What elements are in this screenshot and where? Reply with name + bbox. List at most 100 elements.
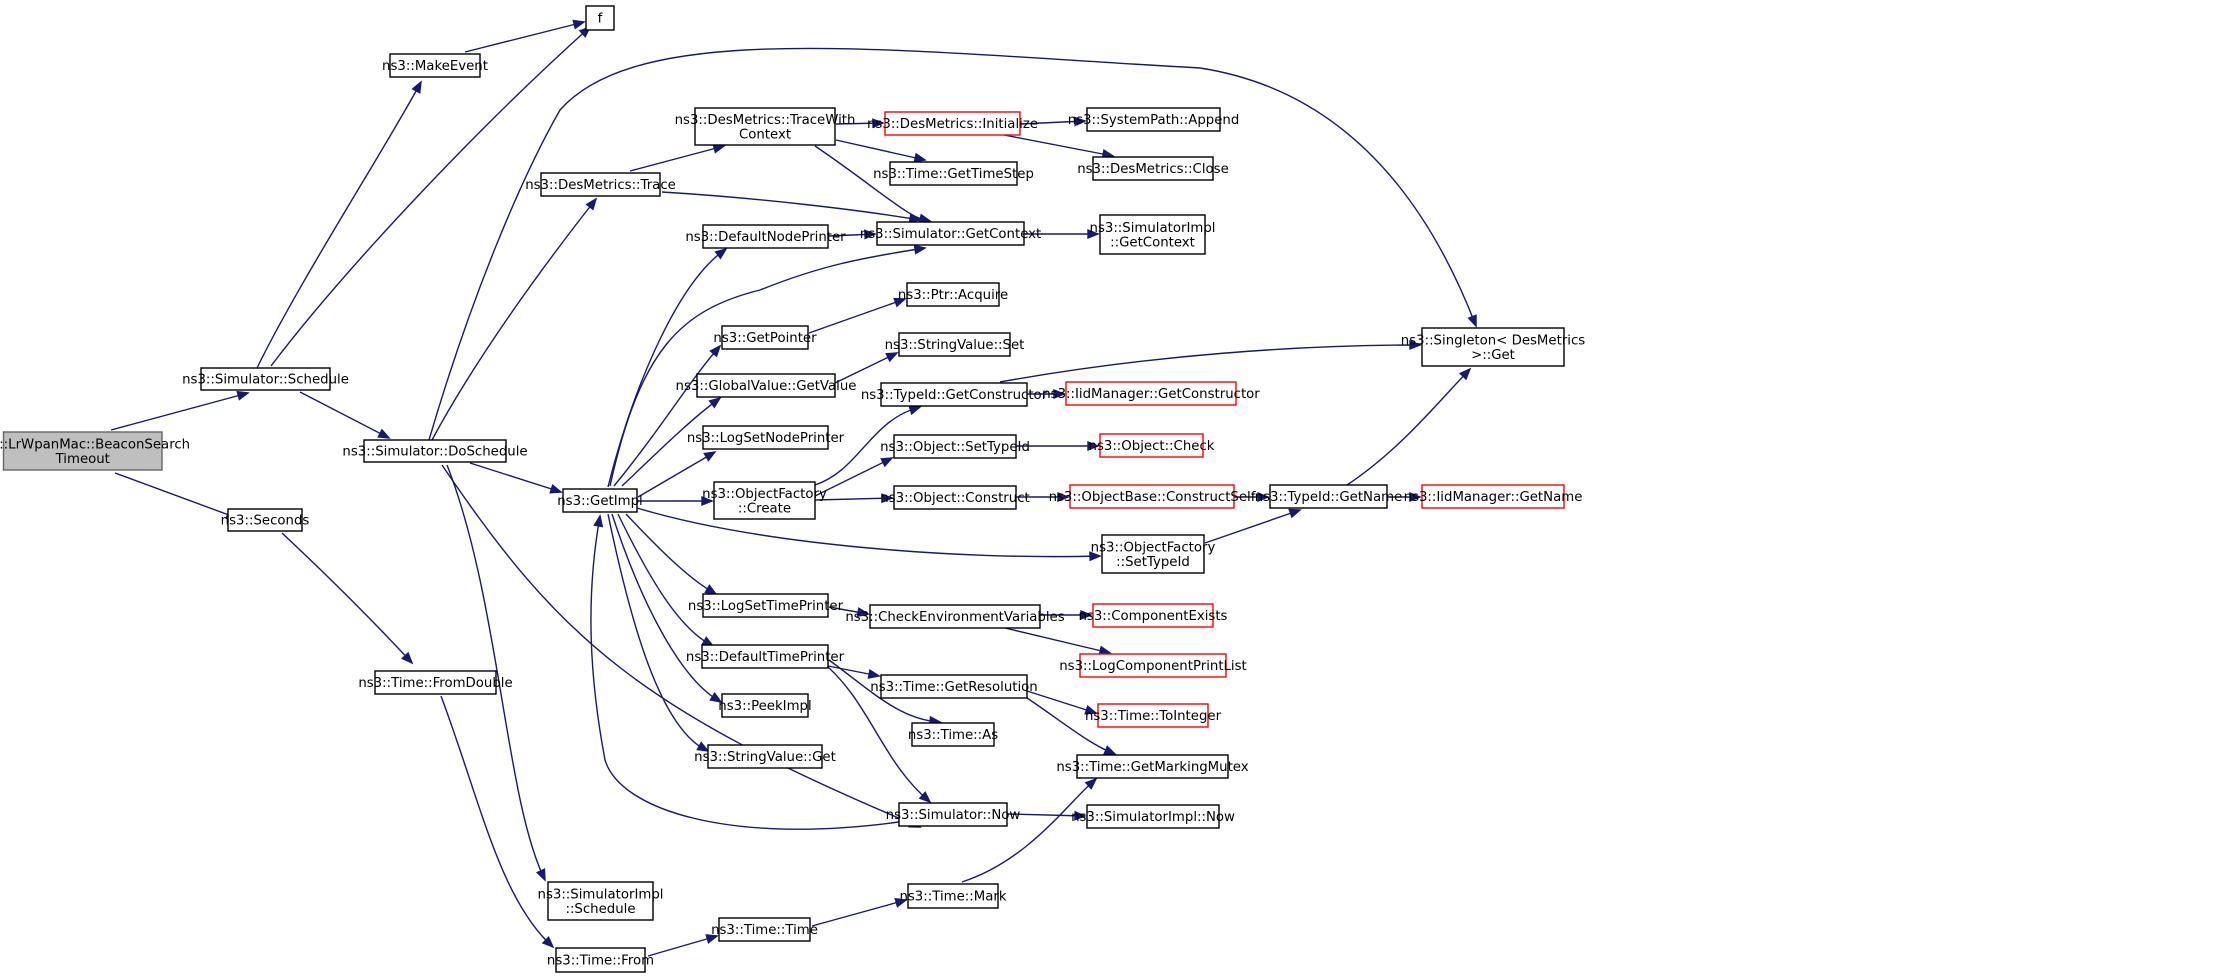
node-componentexists[interactable]: ns3::ComponentExists [1078, 603, 1228, 628]
edge-logsettimeprinter-to-checkenv [828, 606, 870, 618]
node-box [876, 221, 1025, 246]
node-desmetrics-close[interactable]: ns3::DesMetrics::Close [1077, 156, 1229, 181]
node-ptr-acquire[interactable]: ns3::Ptr::Acquire [898, 282, 1008, 307]
node-gv-getvalue[interactable]: ns3::GlobalValue::GetValue [676, 373, 857, 398]
node-box [1069, 484, 1235, 509]
node-sv-get[interactable]: ns3::StringValue::Get [694, 744, 836, 769]
node-label: ns3::Object::SetTypeId [880, 440, 1030, 455]
node-logcomponentprintlist[interactable]: ns3::LogComponentPrintList [1059, 653, 1247, 678]
node-getimpl[interactable]: ns3::GetImpl [557, 488, 643, 513]
edge-line [637, 451, 716, 498]
node-label: ns3::Simulator::GetContext [860, 227, 1041, 242]
node-label: ns3::Time::Time [711, 923, 818, 938]
edge-arrowhead [1074, 116, 1087, 127]
edge-arrowhead [708, 396, 722, 409]
node-of-create[interactable]: ns3::ObjectFactory::Create [702, 481, 827, 520]
node-getmarkingmutex[interactable]: ns3::Time::GetMarkingMutex [1056, 754, 1249, 779]
node-sv-set[interactable]: ns3::StringValue::Set [885, 332, 1025, 357]
edge-arrowhead [696, 741, 710, 752]
node-sim-now[interactable]: ns3::Simulator::Now [886, 802, 1021, 827]
node-simimpl-now[interactable]: ns3::SimulatorImpl::Now [1071, 804, 1235, 829]
node-fromdouble[interactable]: ns3::Time::FromDouble [358, 670, 513, 695]
node-schedule[interactable]: ns3::Simulator::Schedule [182, 367, 349, 391]
node-of-settypeid[interactable]: ns3::ObjectFactory::SetTypeId [1091, 534, 1216, 574]
node-seconds[interactable]: ns3::Seconds [221, 508, 310, 532]
node-box [1099, 433, 1204, 458]
edge-line [281, 532, 413, 664]
node-defaulttimeprinter[interactable]: ns3::DefaultTimePrinter [686, 644, 845, 669]
node-singleton-get[interactable]: ns3::Singleton< DesMetrics >::Get [1401, 327, 1585, 367]
node-label: ns3::Time::GetMarkingMutex [1056, 760, 1248, 775]
node-label: ns3::Simulator::Now [886, 808, 1021, 823]
node-box [585, 5, 615, 31]
node-obj-check[interactable]: ns3::Object::Check [1089, 433, 1215, 458]
node-getresolution[interactable]: ns3::Time::GetResolution [870, 674, 1038, 699]
node-label: ns3::Time::GetTimeStep [873, 167, 1034, 182]
node-getpointer[interactable]: ns3::GetPointer [713, 325, 817, 350]
node-makeevent[interactable]: ns3::MakeEvent [382, 53, 488, 78]
node-obj-construct[interactable]: ns3::Object::Construct [880, 485, 1030, 510]
edge-desmetrics_trace-to-sim_getcontext [661, 191, 922, 224]
node-iid-getname[interactable]: ns3::IidManager::GetName [1404, 484, 1583, 509]
node-box [1421, 484, 1565, 509]
edge-obj_settypeid-to-obj_check [1016, 440, 1100, 452]
node-syspath-append[interactable]: ns3::SystemPath::Append [1068, 107, 1240, 132]
node-label: ns3::StringValue::Set [885, 338, 1025, 353]
node-defaultnodeprinter[interactable]: ns3::DefaultNodePrinter [685, 224, 846, 249]
edge-line [590, 515, 900, 830]
node-box [721, 325, 809, 350]
node-box [1092, 156, 1214, 181]
node-time-mark[interactable]: ns3::Time::Mark [899, 883, 1007, 909]
node-sim-getcontext[interactable]: ns3::Simulator::GetContext [860, 221, 1041, 246]
node-label: ns3::Time::FromDouble [358, 676, 512, 691]
node-gettimestep[interactable]: ns3::Time::GetTimeStep [873, 161, 1034, 186]
node-time-tointeger[interactable]: ns3::Time::ToInteger [1085, 703, 1222, 728]
edge-line [834, 352, 898, 384]
node-time-as[interactable]: ns3::Time::As [908, 722, 998, 747]
node-doschedule[interactable]: ns3::Simulator::DoSchedule [342, 439, 528, 463]
edge-line [1003, 134, 1114, 157]
edge-getimpl-to-gv_getvalue [621, 396, 722, 487]
node-tid-getconstructor[interactable]: ns3::TypeId::GetConstructor [861, 382, 1048, 407]
node-peekimpl[interactable]: ns3::PeekImpl [718, 693, 812, 718]
edge-line [828, 659, 941, 723]
edge-arrowhead [913, 244, 927, 255]
node-simimpl-schedule[interactable]: ns3::SimulatorImpl::Schedule [538, 881, 664, 921]
node-logsetnodeprinter[interactable]: ns3::LogSetNodePrinter [687, 425, 845, 450]
node-time-time[interactable]: ns3::Time::Time [711, 917, 818, 942]
edge-arrowhead [1057, 491, 1070, 503]
edge-arrowhead [856, 607, 870, 618]
node-box [200, 367, 331, 391]
edge-line [621, 397, 721, 487]
edge-arrowhead [918, 791, 932, 804]
node-simimpl-getcontext[interactable]: ns3::SimulatorImpl::GetContext [1090, 214, 1216, 255]
node-label: ns3::ComponentExists [1078, 609, 1227, 624]
edge-arrowhead [893, 297, 907, 308]
node-label: ns3::Singleton< DesMetrics [1401, 333, 1585, 348]
edge-arrowhead [1053, 388, 1066, 400]
node-box [694, 107, 836, 146]
edge-arrowhead [1080, 609, 1093, 621]
node-label: ns3::Seconds [221, 514, 310, 529]
edge-arrowhead [1467, 314, 1477, 328]
edge-tracewithcontext-to-gettimestep [835, 139, 927, 163]
edge-line [647, 935, 718, 957]
node-logsettimeprinter[interactable]: ns3::LogSetTimePrinter [688, 593, 844, 618]
node-desmetrics-init[interactable]: ns3::DesMetrics::Initialize [867, 111, 1038, 136]
edge-arrowhead [885, 352, 899, 363]
node-tid-getname[interactable]: ns3::TypeId::GetName [1255, 484, 1403, 509]
node-label: ::SetTypeId [1116, 555, 1190, 570]
edge-line [1204, 509, 1301, 544]
node-ob-constructself[interactable]: ns3::ObjectBase::ConstructSelf [1049, 484, 1256, 509]
node-desmetrics-trace[interactable]: ns3::DesMetrics::Trace [525, 172, 676, 197]
node-time-from[interactable]: ns3::Time::From [547, 947, 654, 973]
node-label: ns3::SimulatorImpl::Now [1071, 810, 1235, 825]
edge-line [661, 191, 921, 221]
node-checkenv[interactable]: ns3::CheckEnvironmentVariables [845, 604, 1065, 629]
node-iid-getconstructor[interactable]: ns3::IidManager::GetConstructor [1042, 381, 1260, 406]
node-f[interactable]: f [585, 5, 615, 31]
edge-line [617, 513, 714, 647]
node-obj-settypeid[interactable]: ns3::Object::SetTypeId [880, 434, 1030, 459]
